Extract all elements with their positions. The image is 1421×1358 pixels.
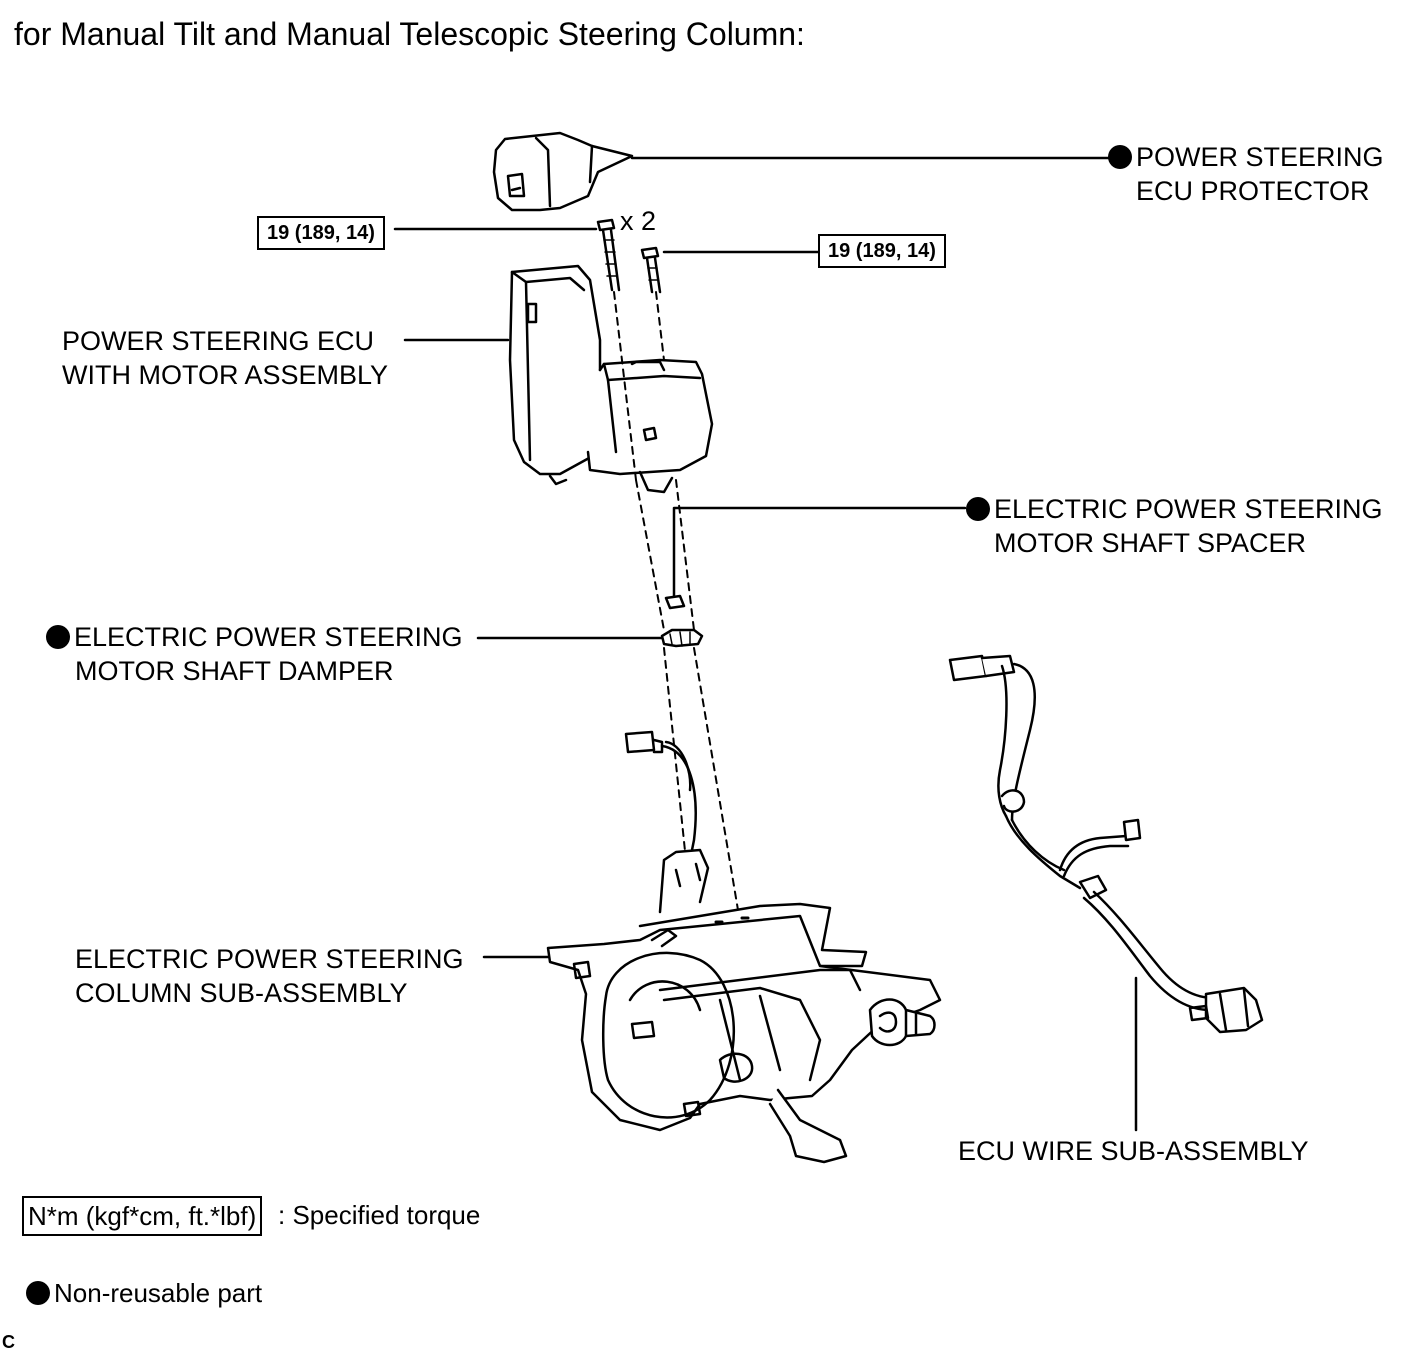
label-shaft-spacer: ELECTRIC POWER STEERING [966,492,1383,526]
label-ecu-motor-line2: WITH MOTOR ASSEMBLY [62,360,389,390]
label-column-line2: COLUMN SUB-ASSEMBLY [75,978,408,1008]
torque-box-right: 19 (189, 14) [818,234,946,268]
legend-nonreusable: Non-reusable part [26,1276,262,1310]
non-reusable-dot-icon [46,625,70,649]
figure-code: C [2,1332,15,1352]
label-column: ELECTRIC POWER STEERING [75,944,464,974]
label-wire: ECU WIRE SUB-ASSEMBLY [958,1136,1309,1166]
torque-box-left: 19 (189, 14) [257,216,385,250]
label-ecu-motor: POWER STEERING ECU [62,326,375,356]
label-shaft-spacer-line2: MOTOR SHAFT SPACER [994,528,1307,558]
non-reusable-dot-icon [26,1281,50,1305]
non-reusable-dot-icon [1108,145,1132,169]
label-ecu-protector: POWER STEERING [1108,140,1384,174]
label-ecu-protector-line2: ECU PROTECTOR [1136,176,1370,206]
legend-torque-desc: : Specified torque [278,1200,481,1230]
legend-torque-units: N*m (kgf*cm, ft.*lbf) [22,1196,263,1236]
quantity-label: x 2 [620,206,657,236]
page-title: for Manual Tilt and Manual Telescopic St… [14,16,805,52]
non-reusable-dot-icon [966,497,990,521]
label-shaft-damper-line2: MOTOR SHAFT DAMPER [75,656,394,686]
label-shaft-damper: ELECTRIC POWER STEERING [46,620,463,654]
